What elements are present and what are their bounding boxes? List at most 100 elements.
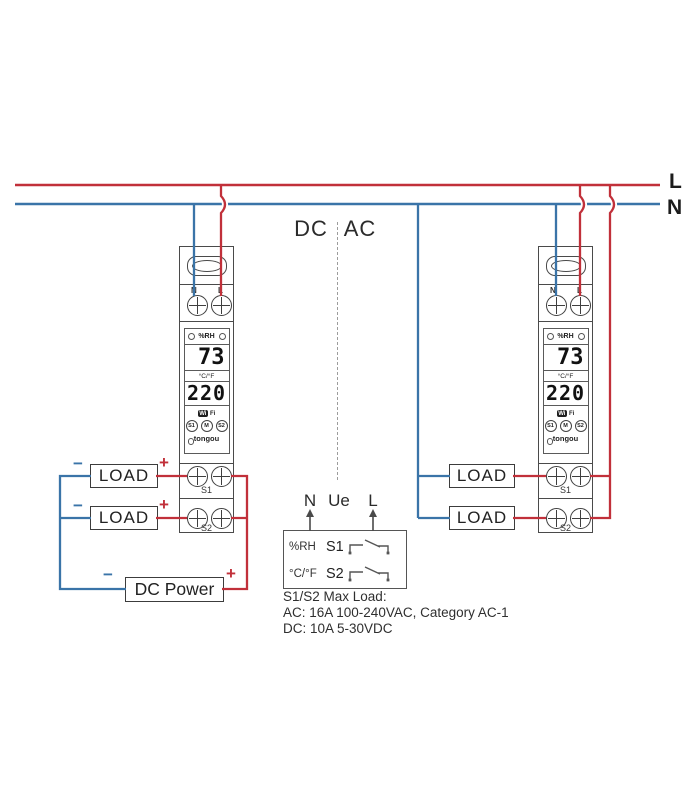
dc-ac-divider	[337, 222, 338, 480]
temp-unit-label: °C/°F	[184, 371, 229, 382]
dc-zone-label: DC	[294, 216, 328, 241]
screw-terminal-s2-out	[570, 508, 591, 529]
spec-pin-n-label: N	[303, 491, 317, 510]
humidity-value: 73	[543, 345, 588, 371]
power-led	[187, 438, 194, 445]
dc-power-box: DC Power	[125, 577, 224, 602]
line-bus-label: L	[669, 170, 682, 193]
screw-terminal-l	[211, 295, 232, 316]
spec-pin-ue-label: Ue	[328, 491, 350, 510]
button-s1: S1	[544, 420, 557, 432]
button-s1: S1	[185, 420, 198, 432]
s1-terminal-section	[539, 463, 592, 499]
spec-s2-label: S2	[326, 566, 344, 582]
wire-n-bus-right-loads	[416, 204, 450, 520]
screw-terminal-s1-out	[570, 466, 591, 487]
wifi-wi-badge: Wi	[197, 410, 208, 417]
max-load-note-dc: DC: 10A 5-30VDC	[283, 621, 393, 636]
temp-value: 220	[184, 382, 229, 406]
brand-row: tongou	[185, 434, 229, 446]
plus-sign: +	[159, 453, 169, 472]
indicator-led-right	[218, 333, 226, 340]
button-m: M	[559, 420, 572, 432]
spec-row-s2: °C/°F S2	[289, 561, 404, 587]
brand-logo: tongou	[552, 434, 579, 443]
l-terminal-label: L	[218, 286, 223, 295]
din-clip-inner	[191, 260, 222, 272]
minus-sign: −	[103, 565, 113, 584]
wifi-icon: Wi Fi	[185, 410, 229, 417]
screw-terminal-s1-in	[187, 466, 208, 487]
temp-value: 220	[543, 382, 588, 406]
button-row: S1 M S2	[185, 420, 229, 432]
panel-footer: Wi Fi S1 M S2 tongou	[185, 406, 229, 453]
rh-label: %RH	[557, 333, 574, 340]
button-s2: S2	[574, 420, 587, 432]
wire-hop-casing	[577, 193, 587, 216]
wifi-wi-badge: Wi	[556, 410, 567, 417]
screw-terminal-n	[187, 295, 208, 316]
rh-label: %RH	[198, 333, 215, 340]
n-terminal-label: N	[550, 286, 556, 295]
spec-rh-label: %RH	[289, 541, 316, 553]
wire-negative-bus-left-loads	[58, 474, 126, 591]
temp-unit-label: °C/°F	[543, 371, 588, 382]
s1-channel-label: S1	[200, 485, 212, 495]
l-terminal-label: L	[577, 286, 582, 295]
button-s2: S2	[215, 420, 228, 432]
din-clip-icon	[186, 256, 227, 276]
input-terminal-section	[539, 284, 592, 322]
plus-sign: +	[159, 495, 169, 514]
screw-terminal-l	[570, 295, 591, 316]
relay-contact-icon-s1	[348, 539, 390, 555]
power-led	[546, 438, 553, 445]
button-row: S1 M S2	[544, 420, 588, 432]
screw-terminal-s1-out	[211, 466, 232, 487]
spec-pin-l-label: L	[368, 491, 378, 510]
brand-logo: tongou	[193, 434, 220, 443]
din-clip-inner	[550, 260, 581, 272]
minus-sign: −	[73, 496, 83, 515]
display-section	[539, 321, 592, 464]
lcd-panel: %RH 73 °C/°F 220 Wi Fi S1 M S2 tongou	[542, 328, 589, 454]
wifi-fi-text: Fi	[209, 410, 216, 417]
n-terminal-label: N	[191, 286, 197, 295]
s1-channel-label: S1	[559, 485, 571, 495]
s1-terminal-section	[180, 463, 233, 499]
spec-s1-label: S1	[326, 539, 344, 555]
panel-footer: Wi Fi S1 M S2 tongou	[544, 406, 588, 453]
spec-pin-lines	[309, 517, 374, 531]
indicator-led-left	[187, 333, 195, 340]
brand-row: tongou	[544, 434, 588, 446]
s2-channel-label: S2	[200, 523, 212, 533]
lcd-panel: %RH 73 °C/°F 220 Wi Fi S1 M S2 tongou	[183, 328, 230, 454]
din-clip-icon	[545, 256, 586, 276]
spec-temp-label: °C/°F	[289, 568, 317, 580]
neutral-bus-label: N	[667, 196, 683, 219]
humidity-value: 73	[184, 345, 229, 371]
load-box-right-1: LOAD	[449, 464, 515, 488]
button-m: M	[200, 420, 213, 432]
indicator-led-right	[577, 333, 585, 340]
relay-contact-icon-s2	[348, 566, 390, 582]
din-device-right: N L %RH 73 °C/°F 220 Wi Fi S1 M S2	[538, 246, 593, 533]
ac-zone-label: AC	[343, 216, 377, 241]
wifi-fi-text: Fi	[568, 410, 575, 417]
screw-terminal-s2-in	[546, 508, 567, 529]
wire-l-feed-right-outputs	[590, 185, 616, 520]
minus-sign: −	[73, 454, 83, 473]
screw-terminal-n	[546, 295, 567, 316]
spec-contacts-box: %RH S1 °C/°F S2	[283, 530, 407, 589]
screw-terminal-s2-in	[187, 508, 208, 529]
wire-hop-casing	[607, 193, 617, 216]
load-box-left-1: LOAD	[90, 464, 158, 488]
rh-indicator-row: %RH	[543, 329, 588, 345]
load-box-right-2: LOAD	[449, 506, 515, 530]
din-device-left: N L %RH 73 °C/°F 220 Wi Fi S1 M S2	[179, 246, 234, 533]
input-terminal-section	[180, 284, 233, 322]
s2-channel-label: S2	[559, 523, 571, 533]
clip-section	[180, 247, 233, 285]
plus-sign: +	[226, 564, 236, 583]
